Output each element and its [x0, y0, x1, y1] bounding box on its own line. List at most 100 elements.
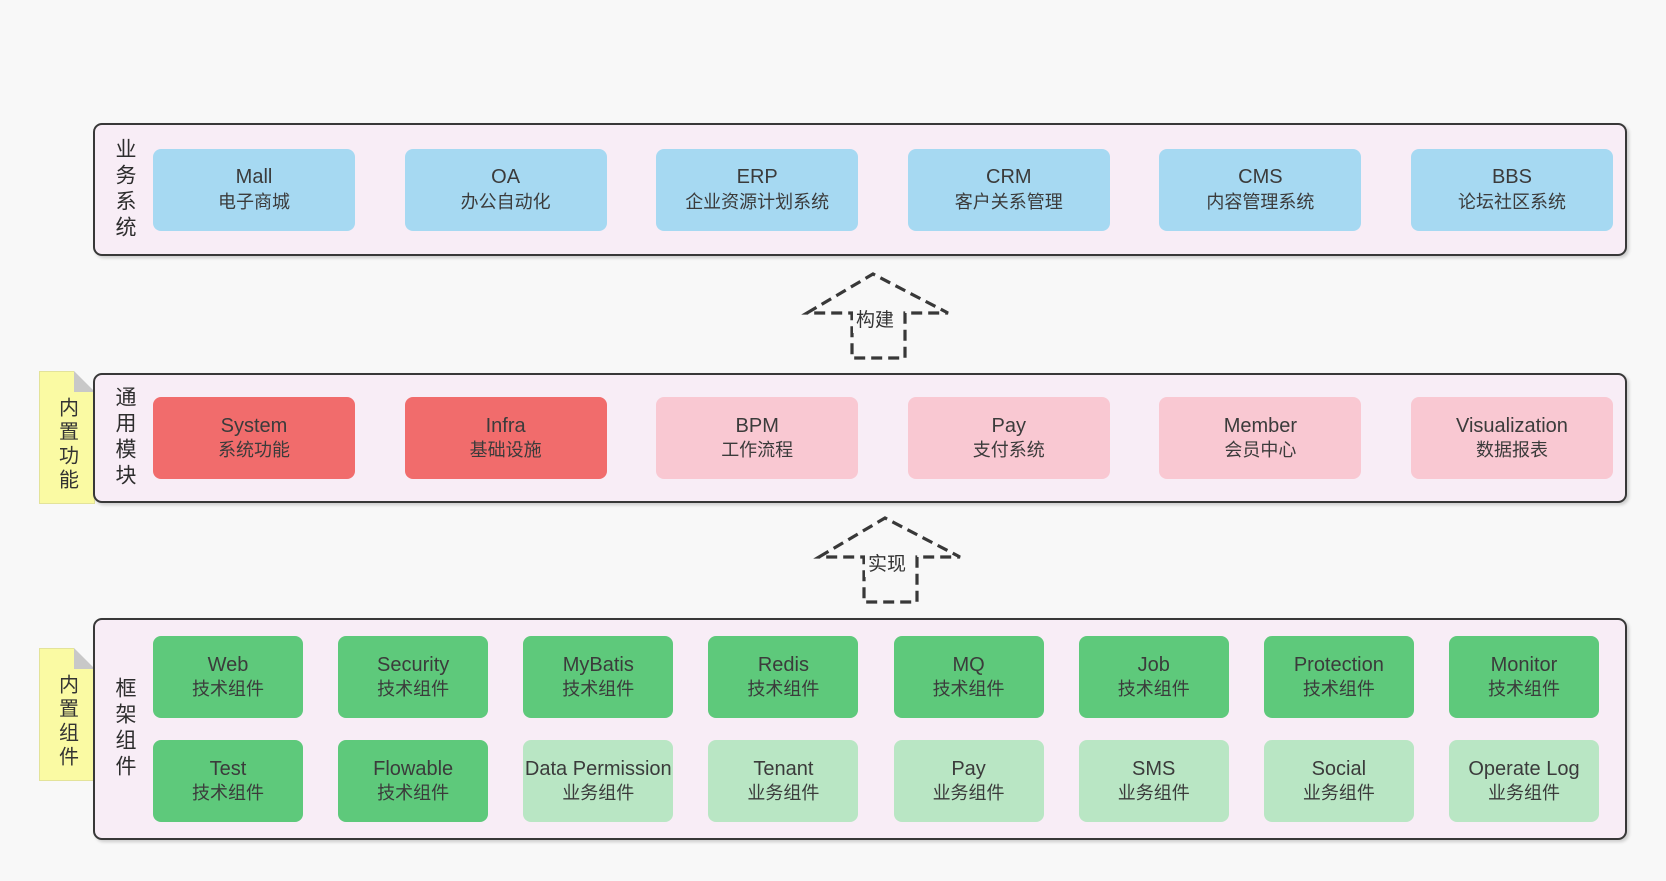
box-erp: ERP 企业资源计划系统	[656, 148, 859, 231]
arrow-implement: 实现	[812, 512, 962, 605]
box-title: Visualization	[1456, 414, 1568, 437]
box-operate-log: Operate Log 业务组件	[1448, 740, 1599, 822]
box-mybatis: MyBatis 技术组件	[523, 636, 674, 718]
box-job: Job 技术组件	[1078, 636, 1229, 718]
box-data-permission: Data Permission 业务组件	[523, 740, 674, 822]
box-subtitle: 工作流程	[721, 440, 794, 461]
box-subtitle: 业务组件	[932, 783, 1005, 804]
box-title: SMS	[1132, 757, 1176, 780]
box-bpm: BPM 工作流程	[656, 397, 859, 479]
box-infra: Infra 基础设施	[404, 397, 607, 479]
band-business-systems: 业务系统 Mall 电子商城 OA 办公自动化 ERP 企业资源计划系统 CRM…	[93, 123, 1627, 256]
box-title: Flowable	[373, 757, 454, 780]
box-title: Member	[1223, 414, 1298, 437]
box-subtitle: 基础设施	[469, 440, 542, 461]
box-subtitle: 论坛社区系统	[1457, 191, 1566, 212]
business-boxes: Mall 电子商城 OA 办公自动化 ERP 企业资源计划系统 CRM 客户关系…	[153, 125, 1625, 254]
box-tenant: Tenant 业务组件	[708, 740, 859, 822]
box-title: Tenant	[753, 757, 814, 780]
box-bbs: BBS 论坛社区系统	[1410, 148, 1613, 231]
sticky-note-builtin-components: 内置组件	[39, 648, 95, 781]
band-label-text: 框架组件	[113, 677, 136, 781]
band-label-framework: 框架组件	[95, 620, 153, 838]
box-title: Pay	[951, 757, 986, 780]
box-test: Test 技术组件	[153, 740, 303, 822]
box-subtitle: 企业资源计划系统	[685, 191, 830, 212]
box-sms: SMS 业务组件	[1078, 740, 1229, 822]
box-subtitle: 业务组件	[1117, 783, 1190, 804]
box-title: System	[220, 414, 288, 437]
box-visualization: Visualization 数据报表	[1410, 397, 1613, 479]
box-subtitle: 客户关系管理	[954, 191, 1063, 212]
box-social: Social 业务组件	[1263, 740, 1414, 822]
box-pay-component: Pay 业务组件	[893, 740, 1044, 822]
box-title: Monitor	[1490, 653, 1558, 676]
box-mq: MQ 技术组件	[893, 636, 1044, 718]
box-title: Pay	[991, 414, 1027, 437]
box-subtitle: 电子商城	[218, 191, 290, 212]
box-subtitle: 技术组件	[1487, 679, 1560, 700]
band-label-business: 业务系统	[95, 125, 153, 254]
band-label-text: 业务系统	[113, 137, 136, 242]
box-title: Redis	[757, 653, 809, 676]
box-protection: Protection 技术组件	[1263, 636, 1414, 718]
box-subtitle: 技术组件	[377, 783, 450, 804]
box-title: OA	[491, 166, 521, 189]
box-title: Infra	[485, 414, 526, 437]
box-redis: Redis 技术组件	[708, 636, 859, 718]
framework-rows: Web 技术组件 Security 技术组件 MyBatis 技术组件 Redi…	[153, 620, 1625, 838]
box-oa: OA 办公自动化	[404, 148, 607, 231]
box-system: System 系统功能	[153, 397, 355, 479]
box-title: BBS	[1491, 166, 1532, 189]
band-framework-components: 框架组件 Web 技术组件 Security 技术组件 MyBatis 技术组件…	[93, 618, 1627, 840]
box-crm: CRM 客户关系管理	[907, 148, 1110, 231]
box-title: CRM	[986, 166, 1032, 189]
band-label-text: 通用模块	[113, 386, 136, 490]
box-web: Web 技术组件	[153, 636, 303, 718]
box-subtitle: 数据报表	[1475, 440, 1548, 461]
box-subtitle: 技术组件	[1302, 679, 1375, 700]
box-subtitle: 技术组件	[562, 679, 635, 700]
band-label-modules: 通用模块	[95, 375, 153, 501]
sticky-note-builtin-features: 内置功能	[39, 371, 95, 504]
arrow-build-label: 构建	[852, 304, 898, 333]
box-security: Security 技术组件	[338, 636, 489, 718]
box-title: Security	[377, 653, 450, 676]
band-common-modules: 通用模块 System 系统功能 Infra 基础设施 BPM 工作流程 Pay…	[93, 373, 1627, 503]
box-title: ERP	[736, 166, 778, 189]
dashed-up-arrow-icon	[801, 272, 949, 360]
box-subtitle: 业务组件	[747, 783, 820, 804]
box-title: CMS	[1238, 166, 1283, 189]
arrow-build: 构建	[800, 268, 950, 361]
dashed-up-arrow-icon	[813, 516, 961, 604]
box-subtitle: 系统功能	[218, 440, 290, 461]
box-subtitle: 业务组件	[562, 783, 635, 804]
box-subtitle: 业务组件	[1302, 783, 1375, 804]
box-title: BPM	[735, 414, 779, 437]
box-title: MyBatis	[562, 653, 634, 676]
box-subtitle: 技术组件	[192, 679, 264, 700]
box-title: Web	[207, 653, 249, 676]
box-subtitle: 技术组件	[747, 679, 820, 700]
box-title: Protection	[1293, 653, 1384, 676]
box-subtitle: 内容管理系统	[1206, 191, 1315, 212]
box-mall: Mall 电子商城	[153, 148, 355, 231]
box-title: Social	[1311, 757, 1367, 780]
box-title: Job	[1137, 653, 1170, 676]
box-title: Mall	[235, 166, 273, 189]
box-title: MQ	[952, 653, 985, 676]
framework-row-2: Test 技术组件 Flowable 技术组件 Data Permission …	[153, 740, 1599, 822]
box-title: Data Permission	[524, 757, 672, 780]
box-pay-module: Pay 支付系统	[907, 397, 1110, 479]
framework-row-1: Web 技术组件 Security 技术组件 MyBatis 技术组件 Redi…	[153, 636, 1599, 718]
box-subtitle: 技术组件	[1117, 679, 1190, 700]
note-text: 内置功能	[55, 396, 78, 493]
box-subtitle: 支付系统	[972, 440, 1045, 461]
box-subtitle: 技术组件	[932, 679, 1005, 700]
box-subtitle: 办公自动化	[460, 191, 551, 212]
box-subtitle: 会员中心	[1224, 440, 1297, 461]
box-cms: CMS 内容管理系统	[1159, 148, 1362, 231]
box-subtitle: 业务组件	[1487, 783, 1560, 804]
box-title: Test	[209, 757, 247, 780]
